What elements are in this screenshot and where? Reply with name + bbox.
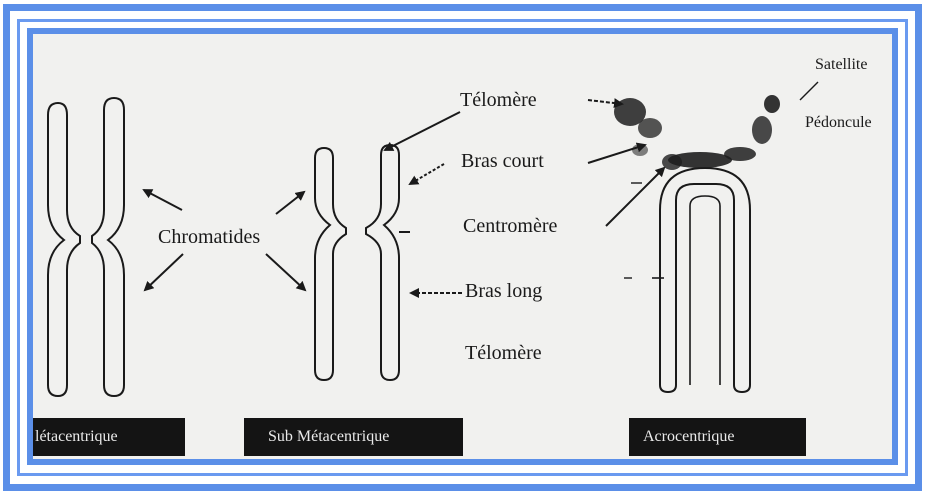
label-centromere: Centromère [463, 215, 557, 238]
arrows [144, 82, 818, 293]
label-chromatides: Chromatides [158, 226, 260, 249]
arrow-telomere-top [385, 112, 460, 150]
submetacentric-left-chromatid [315, 148, 346, 380]
acrocentric-chromosome [624, 168, 750, 392]
arrow-centromere-acro [606, 168, 664, 226]
arrow-chromatides-upper [144, 190, 182, 210]
arrow-chromatides-lower [145, 254, 183, 290]
arrow-telomere-acro [588, 100, 622, 104]
submetacentric-right-chromatid [366, 145, 399, 380]
label-telomere-top: Télomère [460, 89, 537, 112]
submetacentric-chromosome [315, 145, 410, 380]
label-telomere-bottom: Télomère [465, 342, 542, 365]
leader-satellite [800, 82, 818, 100]
tag-sub-metacentrique: Sub Métacentrique [244, 418, 463, 456]
metacentric-chromosome [48, 98, 124, 396]
label-bras-long: Bras long [465, 280, 542, 303]
acrocentric-inner-outline [690, 196, 720, 385]
tag-acrocentrique: Acrocentrique [629, 418, 806, 456]
arrow-chromatides-right-upper [276, 192, 304, 214]
tag-metacentrique: létacentrique [33, 418, 185, 456]
acrocentric-outer-outline [660, 168, 750, 392]
label-bras-court: Bras court [461, 150, 544, 173]
satellite-region [614, 95, 780, 170]
metacentric-left-chromatid [48, 103, 80, 396]
arrow-chromatides-right-lower [266, 254, 305, 290]
label-pedoncule: Pédoncule [805, 114, 872, 132]
right-satellite-blob [764, 95, 780, 113]
metacentric-right-chromatid [92, 98, 124, 396]
arrow-bras-court [410, 164, 444, 184]
label-satellite: Satellite [815, 56, 867, 74]
